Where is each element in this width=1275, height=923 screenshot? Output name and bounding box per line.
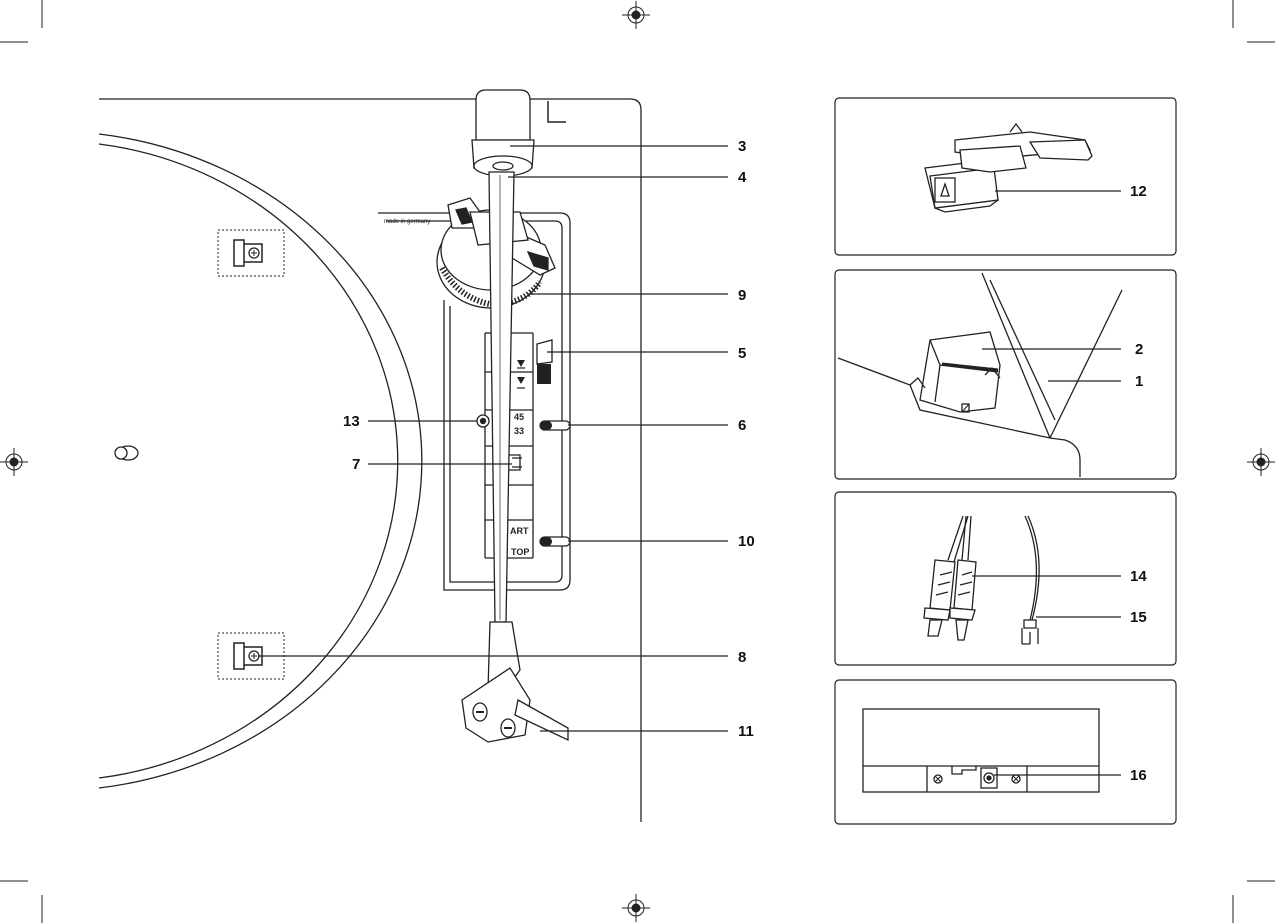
- lift-down-symbol: [517, 360, 525, 368]
- callout-16: 16: [1130, 767, 1147, 784]
- callout-6: 6: [738, 417, 746, 434]
- registration-mark-top: [622, 1, 650, 29]
- lift-up-symbol: [517, 377, 525, 388]
- callout-12: 12: [1130, 183, 1147, 200]
- speed-label-45: 45: [514, 412, 524, 422]
- panel-rear: [835, 680, 1176, 824]
- callout-10: 10: [738, 533, 755, 550]
- brand-text: made in germany: [384, 219, 430, 225]
- panel-cartridge: [835, 98, 1176, 255]
- panel-cables: [835, 492, 1176, 665]
- callout-7: 7: [352, 456, 360, 473]
- registration-mark-left: [0, 448, 28, 476]
- speed-selector[interactable]: [540, 421, 570, 430]
- counterweight[interactable]: [472, 90, 534, 176]
- plinth-outline: [99, 99, 641, 822]
- panel-hinge: [835, 270, 1176, 479]
- headshell[interactable]: [462, 622, 568, 742]
- cueing-lever[interactable]: [537, 340, 552, 384]
- callout-15: 15: [1130, 609, 1147, 626]
- callout-13: 13: [343, 413, 360, 430]
- callout-8: 8: [738, 649, 746, 666]
- platter: [99, 134, 422, 788]
- callout-9: 9: [738, 287, 746, 304]
- registration-mark-right: [1247, 448, 1275, 476]
- registration-mark-bottom: [622, 894, 650, 922]
- callout-5: 5: [738, 345, 746, 362]
- speed-label-33: 33: [514, 426, 524, 436]
- start-label: ART: [510, 526, 529, 536]
- callout-14: 14: [1130, 568, 1147, 585]
- stop-label: TOP: [511, 547, 529, 557]
- start-stop-switch[interactable]: [540, 537, 570, 546]
- callout-4: 4: [738, 169, 747, 186]
- callout-2: 2: [1135, 341, 1143, 358]
- transport-lock-top: [218, 230, 284, 276]
- callout-11: 11: [738, 723, 754, 740]
- adapter-knob: [115, 446, 138, 460]
- callout-1: 1: [1135, 373, 1143, 390]
- callout-3: 3: [738, 138, 746, 155]
